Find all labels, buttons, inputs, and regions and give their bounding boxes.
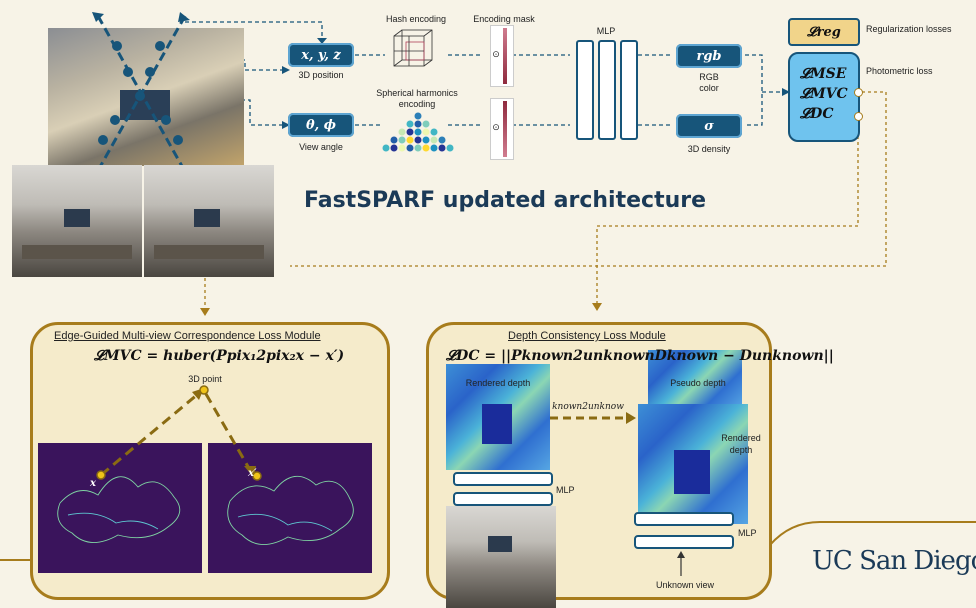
mvc-projection-arrows: [96, 385, 262, 481]
input-position-box: x, y, z: [288, 43, 354, 67]
unknown-view-arrow: [677, 551, 685, 576]
mvc-formula: 𝓛MVC = huber(Ppix₁2pix₂x − x′): [94, 348, 345, 364]
warped-depth-map: [638, 404, 748, 524]
input-angle-label: View angle: [299, 142, 343, 152]
mvc-loss-text: 𝓛MVC: [800, 86, 848, 102]
right-mlp-bar-2: [634, 535, 734, 549]
x-prime-label: x′: [248, 468, 257, 479]
reg-loss-text: 𝓛reg: [807, 24, 841, 40]
mlp-layer-3: [620, 40, 638, 140]
input-position-text: x, y, z: [301, 47, 341, 63]
hash-grid-icon: [393, 29, 433, 67]
output-sigma-text: σ: [704, 118, 714, 134]
ucsd-logo: UC San Diego: [812, 546, 976, 576]
left-mlp-label: MLP: [556, 485, 575, 495]
edge-contours: [57, 476, 354, 545]
odot-top: ⊙: [492, 49, 500, 59]
spherical-harmonics-icon: [382, 112, 454, 152]
rendered-depth-map: [446, 364, 550, 470]
mse-loss-text: 𝓛MSE: [800, 66, 847, 82]
encoding-mask-top: [490, 25, 514, 87]
transform-label: known2unknow: [552, 402, 624, 412]
encoding-mask-label: Encoding mask: [473, 14, 535, 24]
pseudo-depth-label: Pseudo depth: [670, 378, 726, 388]
output-sigma-label: 3D density: [687, 144, 731, 154]
dc-connector-dot: [854, 112, 863, 121]
input-angle-text: θ, ϕ: [306, 117, 336, 133]
output-rgb-text: rgb: [696, 48, 722, 64]
dc-loss-text: 𝓛DC: [800, 106, 834, 122]
output-sigma-box: σ: [676, 114, 742, 138]
scene-reconstruction-image: [48, 28, 244, 166]
sh-encoding-label-2: encoding: [398, 99, 436, 109]
dc-formula: 𝓛DC = ||Pknown2unknownDknown − Dunknown|…: [446, 348, 834, 364]
right-mlp-label: MLP: [738, 528, 757, 538]
rendered-depth-2b: depth: [729, 445, 753, 455]
output-rgb-label-1: RGB: [699, 72, 719, 82]
edge-map-right: [208, 443, 372, 573]
reg-loss-box: 𝓛reg: [788, 18, 860, 46]
transform-arrow: [550, 412, 636, 424]
mvc-module-title: Edge-Guided Multi-view Correspondence Lo…: [54, 330, 321, 342]
mlp-layer-1: [576, 40, 594, 140]
hash-encoding-label: Hash encoding: [385, 14, 447, 24]
unknown-view-label: Unknown view: [655, 580, 715, 590]
dc-module-title: Depth Consistency Loss Module: [508, 330, 666, 342]
sh-encoding-label-1: Spherical harmonics: [376, 88, 458, 98]
encoding-mask-bottom: [490, 98, 514, 160]
input-angle-box: θ, ϕ: [288, 113, 354, 137]
room-photo-right: [144, 165, 274, 277]
pseudo-depth-map: [648, 350, 742, 408]
3d-point-label: 3D point: [188, 374, 222, 384]
output-rgb-box: rgb: [676, 44, 742, 68]
mlp-label: MLP: [596, 26, 616, 36]
room-photo-left: [12, 165, 142, 277]
x-label: x: [90, 478, 96, 489]
rendered-depth-2a: Rendered: [721, 433, 761, 443]
known-view-photo: [446, 506, 556, 608]
output-rgb-label-2: color: [699, 83, 719, 93]
mvc-connector-dot: [854, 88, 863, 97]
page-title: FastSPARF updated architecture: [304, 188, 707, 213]
left-mlp-bar-1: [453, 472, 553, 486]
reg-loss-label: Regularization losses: [866, 24, 952, 34]
input-position-label: 3D position: [298, 70, 344, 80]
left-mlp-bar-2: [453, 492, 553, 506]
mlp-layer-2: [598, 40, 616, 140]
right-mlp-bar-1: [634, 512, 734, 526]
rendered-depth-label: Rendered depth: [465, 378, 531, 388]
photometric-loss-box: [788, 52, 860, 142]
odot-bottom: ⊙: [492, 122, 500, 132]
photometric-loss-label: Photometric loss: [866, 66, 933, 76]
edge-map-left: [38, 443, 202, 573]
